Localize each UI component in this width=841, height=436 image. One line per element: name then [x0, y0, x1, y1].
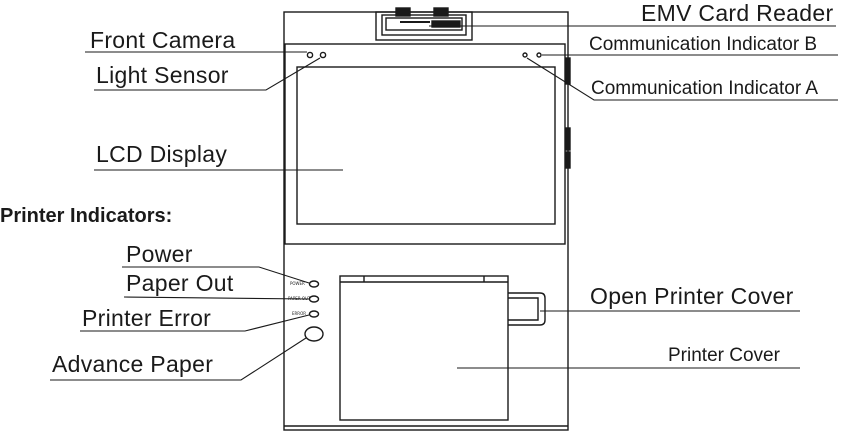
- printer-cover: [339, 275, 509, 421]
- label-open-printer-cover: Open Printer Cover: [590, 283, 794, 309]
- leader-printer-error: [80, 314, 310, 332]
- label-emv-card-reader: EMV Card Reader: [641, 0, 834, 26]
- leader-communication-indicator-a: [526, 57, 838, 101]
- kiosk-body: [283, 11, 569, 431]
- front-camera-dot: [306, 51, 314, 59]
- label-advance-paper: Advance Paper: [52, 351, 214, 377]
- label-paper-out: Paper Out: [126, 270, 234, 296]
- panel-text-power: POWER: [290, 281, 305, 286]
- error-led: [308, 310, 320, 318]
- leader-power: [122, 266, 310, 284]
- open-printer-cover-latch: [508, 292, 546, 326]
- advance-paper-button: [304, 326, 324, 342]
- label-printer-cover: Printer Cover: [668, 345, 780, 366]
- comm-indicator-a-dot: [522, 52, 528, 58]
- side-button-top: [565, 57, 571, 85]
- side-button-low: [565, 151, 571, 169]
- label-light-sensor: Light Sensor: [96, 62, 229, 88]
- emv-card-reader: [375, 7, 473, 41]
- label-communication-indicator-b: Communication Indicator B: [589, 34, 818, 55]
- panel-text-error: ERROR: [292, 311, 307, 316]
- label-front-camera: Front Camera: [90, 27, 236, 53]
- panel-text-paper-out: PAPER OUT: [288, 296, 311, 301]
- side-button-mid: [565, 127, 571, 151]
- leader-light-sensor: [94, 57, 321, 91]
- leader-advance-paper: [50, 337, 307, 381]
- leader-paper-out: [123, 296, 310, 300]
- label-communication-indicator-a: Communication Indicator A: [591, 78, 819, 99]
- lcd-display: [296, 66, 556, 225]
- label-power: Power: [126, 241, 193, 267]
- label-printer-indicators: Printer Indicators:: [0, 205, 173, 227]
- paper-out-led: [308, 295, 320, 303]
- label-printer-error: Printer Error: [82, 305, 212, 331]
- comm-indicator-b-dot: [536, 52, 542, 58]
- light-sensor-dot: [319, 51, 327, 59]
- label-lcd-display: LCD Display: [96, 141, 228, 167]
- power-led: [308, 280, 320, 288]
- display-bezel: [284, 43, 566, 245]
